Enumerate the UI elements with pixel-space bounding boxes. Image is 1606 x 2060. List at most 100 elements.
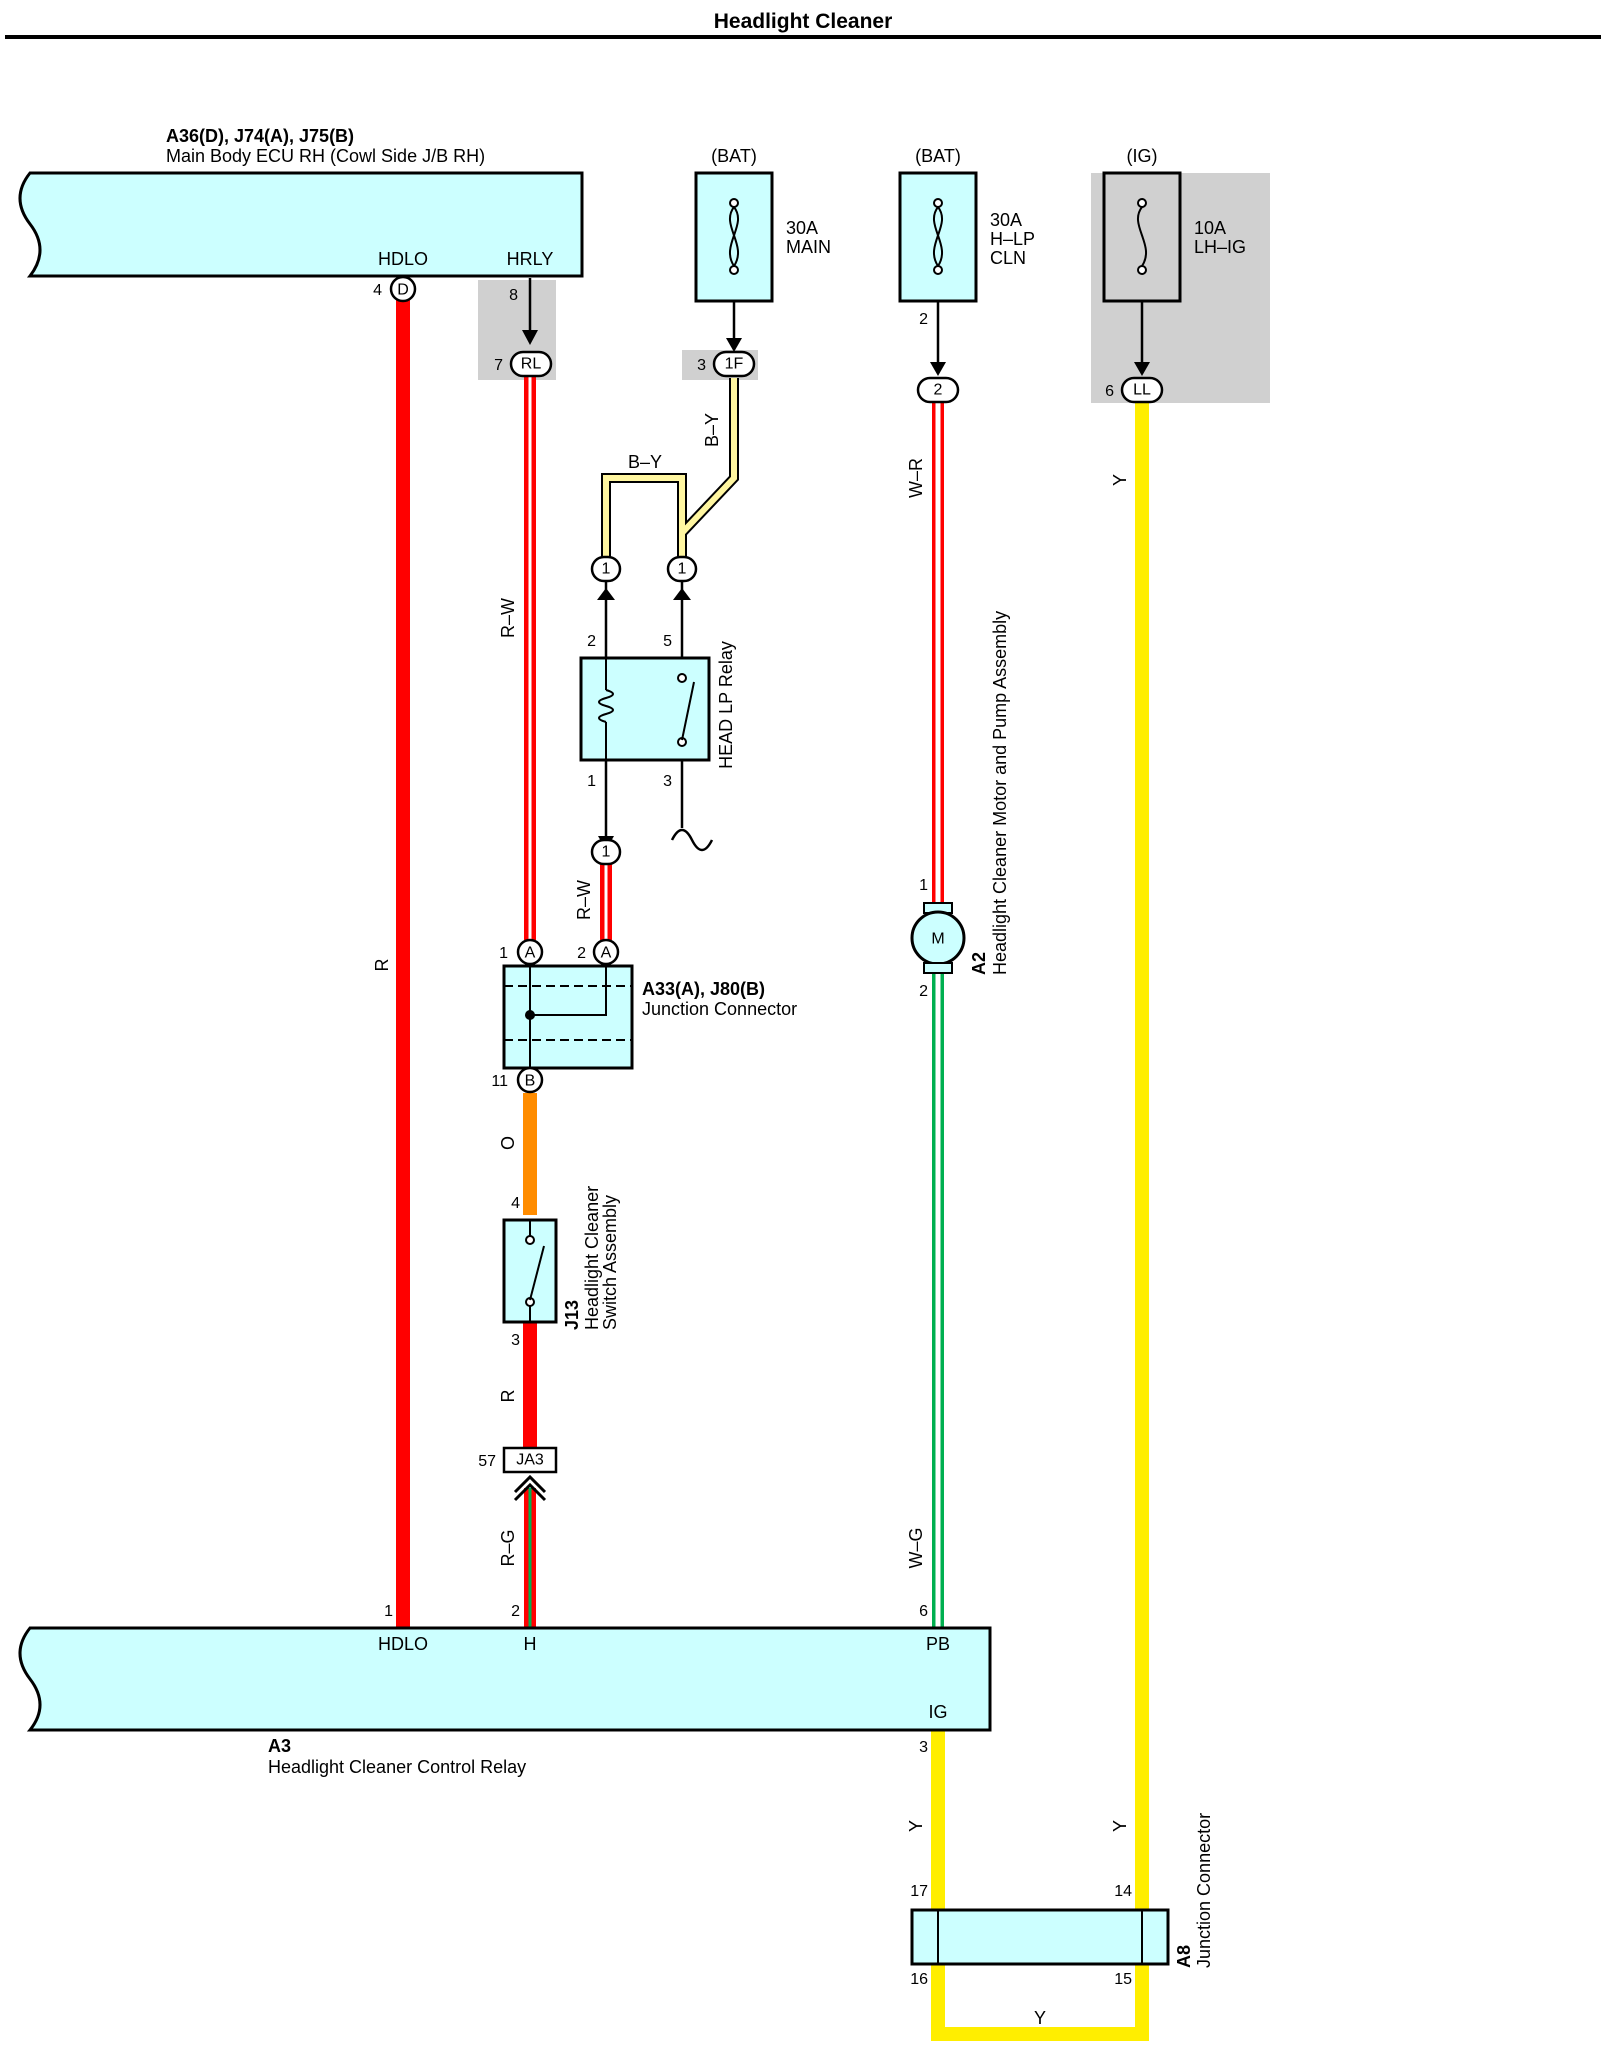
a8-pin-17: 17	[910, 1883, 928, 1900]
jc-pin-1-num: 1	[499, 945, 508, 962]
jc-pin-2-num: 2	[577, 945, 586, 962]
main-body-ecu	[18, 171, 584, 278]
jc-pin-11	[516, 1066, 544, 1094]
fuse-hlp-pin-out: 2	[919, 311, 928, 328]
hrly-arrow	[522, 330, 538, 345]
connector-ll-pin: 6	[1105, 383, 1114, 400]
head-lp-relay	[579, 656, 711, 762]
ecu-term-hrly: HRLY	[507, 249, 554, 269]
fuse-hlp-symbol	[932, 198, 944, 275]
fuse-ig-source: (IG)	[1127, 146, 1158, 166]
fuse-hlp-name-1: H–LP	[990, 229, 1035, 249]
relay-pin-3: 3	[663, 773, 672, 790]
relay-conn-bottom-label: 1	[602, 844, 611, 861]
ecu-pin-hrly-num: 8	[509, 287, 518, 304]
switch-name-2: Switch Assembly	[600, 1195, 620, 1330]
relay-coil-symbol	[598, 658, 614, 760]
ja3-chevron-1	[513, 1474, 547, 1494]
relay-pin-5: 5	[663, 633, 672, 650]
fuse-ig-arrow	[1134, 362, 1150, 376]
jc-codes: A33(A), J80(B)	[642, 979, 765, 999]
switch-pin-bottom: 3	[511, 1332, 520, 1349]
ecu-term-hdlo: HDLO	[378, 249, 428, 269]
jc-pin-2	[592, 938, 620, 966]
relay-pin-1: 1	[587, 773, 596, 790]
motor-cap-bottom	[923, 962, 953, 974]
wire-y-loop	[931, 1965, 1149, 2041]
wire-label-y-right: Y	[1110, 1820, 1130, 1832]
jc-name: Junction Connector	[642, 999, 797, 1019]
wire-label-rg: R–G	[498, 1529, 518, 1566]
relay-name: HEAD LP Relay	[716, 641, 736, 769]
ecu-pin-hdlo-num: 4	[373, 282, 382, 299]
fuse-ig-amp: 10A	[1194, 218, 1226, 238]
connector-1f-pin: 3	[697, 357, 706, 374]
connector-2-label: 2	[934, 382, 943, 399]
jc-conn-11: B	[525, 1073, 536, 1090]
relay-term-pb: PB	[926, 1634, 950, 1654]
junction-connector-a33	[502, 964, 634, 1070]
wire-label-r-switch: R	[498, 1390, 518, 1403]
relay-term-hdlo: HDLO	[378, 1634, 428, 1654]
ecu-codes: A36(D), J74(A), J75(B)	[166, 126, 354, 146]
rl-label: RL	[521, 356, 542, 373]
a8-name: Junction Connector	[1194, 1813, 1214, 1968]
fuse-main-amp: 30A	[786, 218, 818, 238]
connector-ll	[1120, 376, 1164, 404]
wire-label-y-left: Y	[906, 1820, 926, 1832]
relay-conn-bottom	[590, 838, 622, 866]
motor-name: Headlight Cleaner Motor and Pump Assembl…	[990, 611, 1010, 975]
motor-pin-top: 1	[919, 877, 928, 894]
page-title: Headlight Cleaner	[714, 10, 893, 33]
rl-connector	[509, 350, 553, 378]
relay-term-h: H	[524, 1634, 537, 1654]
connector-2	[916, 376, 960, 404]
fuse-hlp-amp: 30A	[990, 210, 1022, 230]
connector-1f	[712, 350, 756, 378]
jc-pin-1	[516, 938, 544, 966]
headlight-cleaner-control-relay	[18, 1626, 992, 1732]
fuse-main-symbol	[728, 198, 740, 275]
wire-label-by-horizontal: B–Y	[628, 452, 662, 472]
wire-label-wg: W–G	[906, 1527, 926, 1568]
switch-name-1: Headlight Cleaner	[582, 1186, 602, 1330]
fuse-main-source: (BAT)	[711, 146, 757, 166]
wire-label-r: R	[372, 959, 392, 972]
relay-conn-top-right-label: 1	[678, 561, 687, 578]
relay-conn-top-left-label: 1	[602, 561, 611, 578]
wire-label-wr: W–R	[906, 458, 926, 498]
jc-internal-2	[530, 966, 607, 1016]
relay-pin-h: 2	[511, 1603, 520, 1620]
ja3-chevron-2	[513, 1482, 547, 1502]
ecu-name: Main Body ECU RH (Cowl Side J/B RH)	[166, 146, 485, 166]
jc-conn-1: A	[525, 945, 536, 962]
ecu-conn-d: D	[397, 282, 409, 299]
motor-symbol: M	[931, 931, 944, 948]
connector-1f-label: 1F	[725, 356, 744, 373]
relay-pin-2: 2	[587, 633, 596, 650]
relay-term-ig: IG	[928, 1702, 947, 1722]
a8-pin-15: 15	[1114, 1971, 1132, 1988]
jc-conn-2: A	[601, 945, 612, 962]
fuse-main-arrow	[726, 338, 742, 352]
fuse-hlp-source: (BAT)	[915, 146, 961, 166]
wire-label-by-vertical: B–Y	[702, 413, 722, 447]
control-relay-code: A3	[268, 1736, 291, 1756]
fuse-ig-symbol	[1136, 198, 1148, 275]
a8-pin-14: 14	[1114, 1883, 1132, 1900]
relay-switch-symbol	[677, 673, 695, 747]
relay-pin-hdlo: 1	[384, 1603, 393, 1620]
ja3-pin: 57	[478, 1453, 496, 1470]
switch-pin-top: 4	[511, 1195, 520, 1212]
ja3-label: JA3	[516, 1452, 544, 1469]
motor-pin-bottom: 2	[919, 983, 928, 1000]
jc-pin-11-num: 11	[491, 1073, 508, 1090]
rl-pin-num: 7	[494, 357, 503, 374]
wire-label-rw-lower: R–W	[574, 880, 594, 920]
fuse-main-name: MAIN	[786, 237, 831, 257]
wire-label-o: O	[498, 1136, 518, 1150]
motor-code: A2	[969, 952, 989, 975]
control-relay-name: Headlight Cleaner Control Relay	[268, 1757, 526, 1777]
ecu-pin-d	[389, 275, 417, 303]
switch-code: J13	[562, 1300, 582, 1330]
